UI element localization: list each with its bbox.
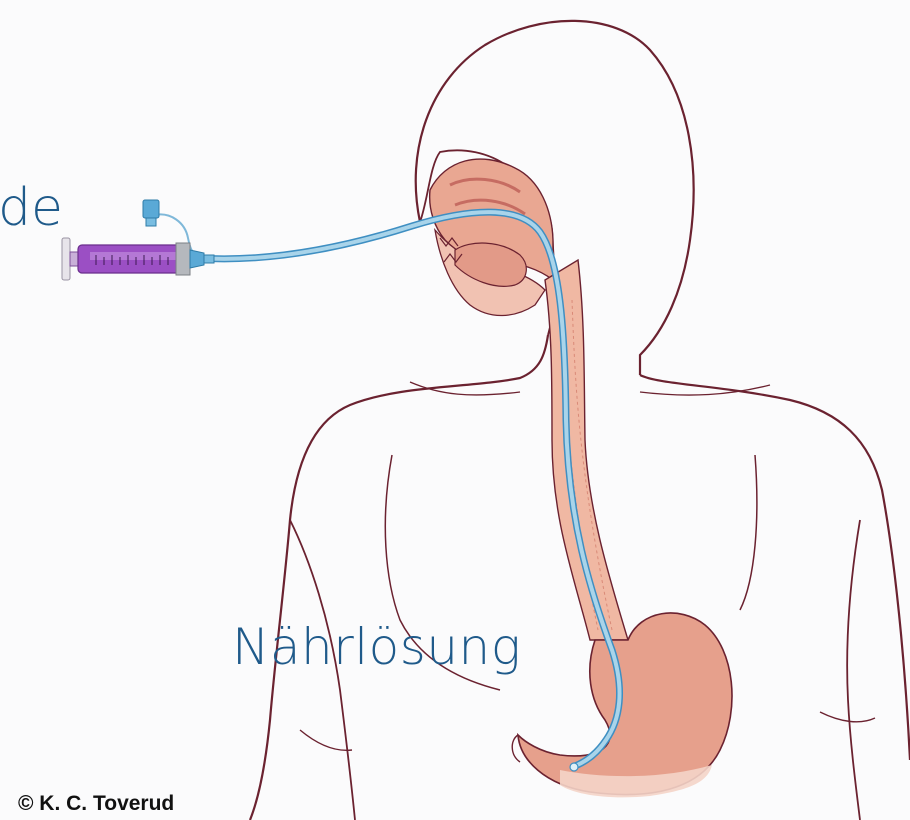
label-naehrloesung: Nährlösung	[232, 622, 521, 672]
tube-tip	[570, 763, 578, 771]
label-top: de	[0, 182, 63, 234]
copyright-notice: © K. C. Toverud	[18, 792, 174, 816]
